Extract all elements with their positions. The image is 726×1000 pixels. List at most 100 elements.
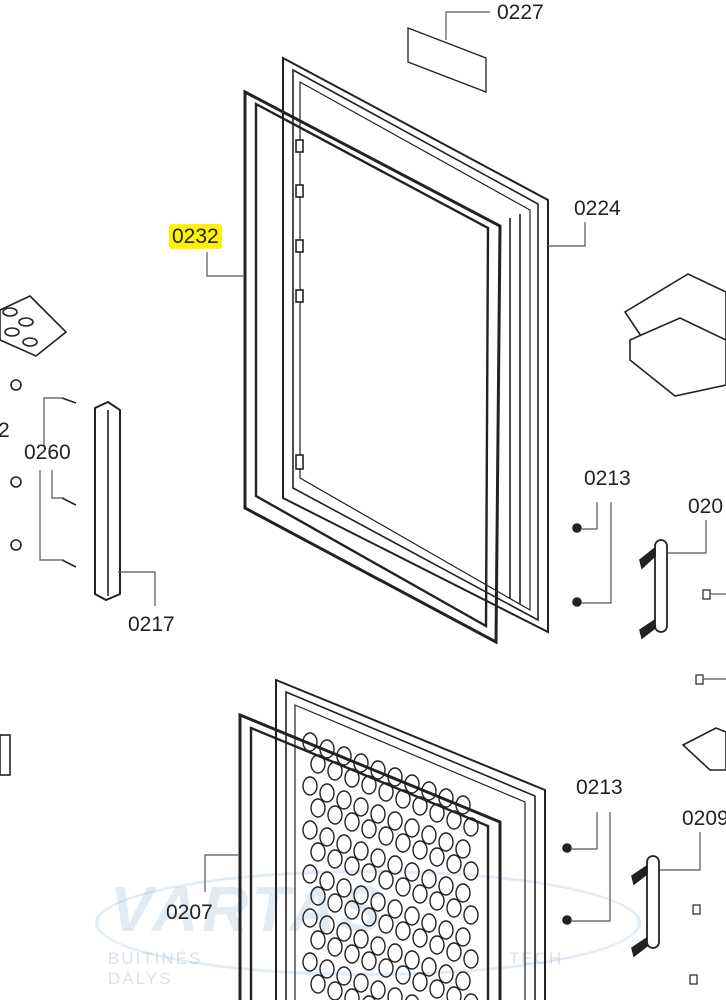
liner-hole [438,920,454,940]
liner-hole [319,871,335,891]
liner-hole [395,921,411,941]
liner-hole [463,905,479,925]
part-label-0224[interactable]: 0224 [574,197,621,220]
liner-hole [353,885,369,905]
liner-hole [404,950,420,970]
liner-hole [446,854,462,874]
liner-hole [310,842,326,862]
liner-hole [463,993,479,1000]
liner-hole [310,930,326,950]
liner-hole [362,995,376,1000]
liner-hole [302,952,318,972]
screws-0213-lower [562,812,611,925]
tray-fragment [0,295,68,357]
liner-hole [319,959,335,979]
liner-hole [421,913,437,933]
liner-hole [370,804,386,824]
liner-hole [361,907,377,927]
liner-hole [310,974,326,994]
upper-door-0224 [282,56,586,634]
liner-hole [387,811,403,831]
liner-hole [302,732,318,752]
liner-hole [361,951,377,971]
liner-hole [336,966,352,986]
liner-hole [421,781,437,801]
liner-hole [421,957,437,977]
liner-hole [429,847,445,867]
liner-hole [327,761,343,781]
liner-hole [370,892,386,912]
liner-hole [446,986,462,1000]
liner-hole [370,760,386,780]
liner-hole [344,944,360,964]
liner-hole [429,935,445,955]
liner-hole [361,819,377,839]
liner-hole [336,834,352,854]
part-label-cut[interactable]: 2 [0,419,10,442]
liner-hole [455,795,471,815]
liner-hole [370,980,386,1000]
liner-hole [319,783,335,803]
liner-hole [327,937,343,957]
liner-hole [404,862,420,882]
liner-hole [336,790,352,810]
liner-hole [387,899,403,919]
liner-hole [378,958,394,978]
liner-hole [302,864,318,884]
liner-hole [446,810,462,830]
liner-hole [344,900,360,920]
liner-hole [438,788,454,808]
door-gasket-0232 [206,89,502,645]
part-label-0227[interactable]: 0227 [497,1,544,24]
watermark-ring [95,870,641,976]
liner-hole [387,943,403,963]
liner-hole [463,861,479,881]
liner-hole [361,863,377,883]
part-label-0213-upper[interactable]: 0213 [584,467,631,490]
liner-hole [395,789,411,809]
part-label-0260[interactable]: 0260 [24,441,71,464]
liner-hole [421,869,437,889]
screws-0213-upper [572,502,612,607]
liner-hole [319,827,335,847]
liner-hole [455,927,471,947]
liner-hole [302,908,318,928]
liner-hole [421,825,437,845]
liner-hole [429,891,445,911]
liner-hole [404,994,420,1000]
liner-hole [327,981,343,1000]
part-label-0232-highlighted[interactable]: 0232 [169,224,222,249]
liner-hole [310,754,326,774]
liner-hole [404,906,420,926]
part-label-0213-lower[interactable]: 0213 [576,776,623,799]
liner-hole [353,753,369,773]
part-label-0217[interactable]: 0217 [128,613,175,636]
part-label-0209[interactable]: 0209 [682,807,726,830]
liner-hole [353,797,369,817]
liner-hole [438,876,454,896]
liner-hole [404,774,420,794]
liner-hole [395,833,411,853]
part-label-020[interactable]: 020 [688,495,724,518]
label-plate-0227 [407,11,490,93]
liner-hole [327,805,343,825]
liner-hole [344,812,360,832]
liner-hole [412,796,428,816]
screws-0260 [10,379,77,568]
liner-hole [353,841,369,861]
liner-hole [327,849,343,869]
handle-020 [639,520,726,685]
liner-hole [327,893,343,913]
liner-hole [438,832,454,852]
part-label-0207[interactable]: 0207 [166,901,213,924]
liner-hole [336,878,352,898]
liner-hole [395,877,411,897]
liner-hole [446,942,462,962]
liner-hole [319,915,335,935]
liner-hole [370,848,386,868]
liner-hole [412,972,428,992]
liner-hole [370,936,386,956]
liner-hole [455,839,471,859]
left-fragment [0,734,11,776]
liner-hole [455,883,471,903]
